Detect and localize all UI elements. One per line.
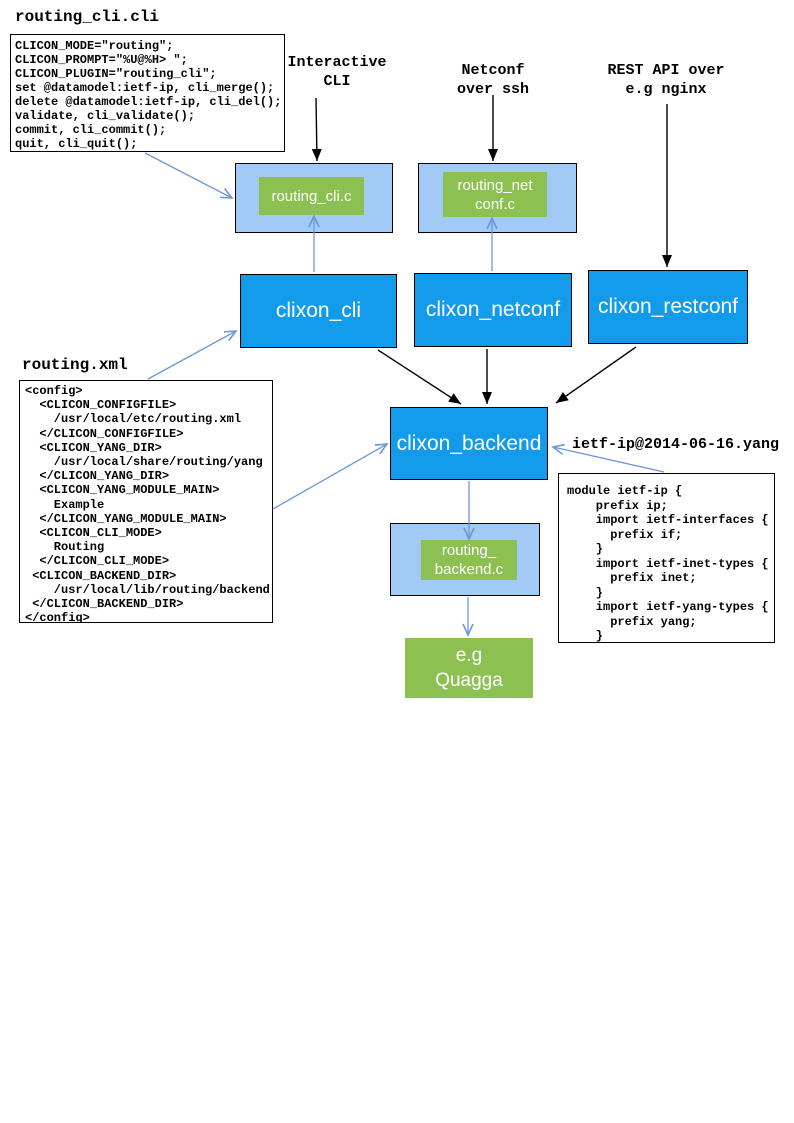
clixon-netconf-node: clixon_netconf: [414, 273, 572, 347]
arrow-xmlfile-to-backend: [272, 443, 389, 510]
rest-api-label: REST API over e.g nginx: [607, 62, 725, 98]
interactive-cli-label: Interactive CLI: [287, 54, 387, 90]
clixon-backend-node: clixon_backend: [390, 407, 548, 480]
clixon-cli-node: clixon_cli: [240, 274, 397, 348]
routing-netconf-c-plugin: routing_net conf.c: [443, 172, 547, 217]
quagga-node: e.g Quagga: [405, 638, 533, 698]
arrow-cli-to-backend: [377, 349, 462, 405]
yang-file-title: ietf-ip@2014-06-16.yang: [572, 436, 780, 453]
xml-file-title: routing.xml: [22, 356, 128, 374]
cli-code-box: CLICON_MODE="routing"; CLICON_PROMPT="%U…: [10, 34, 285, 152]
arrow-clifile-to-cli-plugin: [144, 152, 234, 199]
clixon-restconf-node: clixon_restconf: [588, 270, 748, 344]
routing-backend-c-plugin: routing_ backend.c: [421, 540, 517, 580]
arrow-restconf-to-backend: [555, 346, 637, 404]
netconf-over-ssh-label: Netconf over ssh: [456, 62, 529, 98]
yang-code-box: module ietf-ip { prefix ip; import ietf-…: [558, 473, 775, 643]
xml-code-box: <config> <CLICON_CONFIGFILE> /usr/local/…: [19, 380, 273, 623]
cli-file-title: routing_cli.cli: [15, 8, 160, 26]
routing-cli-c-plugin: routing_cli.c: [259, 177, 364, 215]
arrow-xmlfile-to-clixoncli: [147, 330, 238, 380]
arrow-interactive-to-cli-panel: [311, 97, 322, 162]
